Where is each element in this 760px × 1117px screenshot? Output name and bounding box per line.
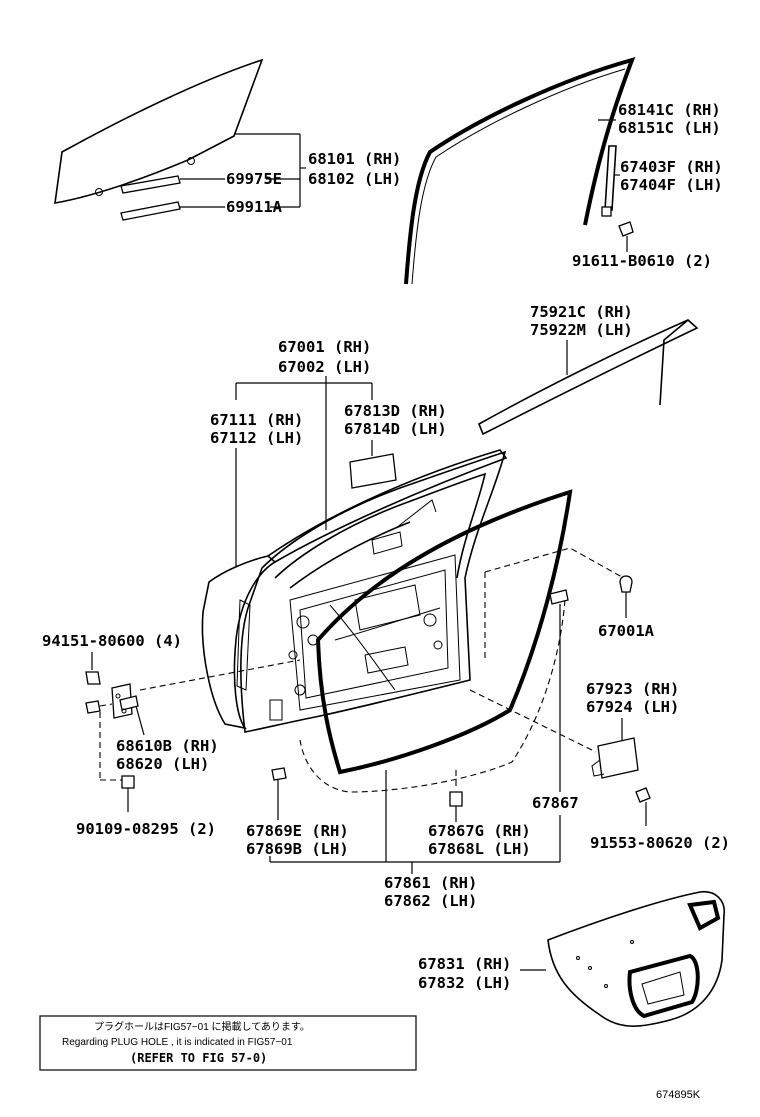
dash-check bbox=[469, 689, 597, 753]
label-pad-lh: 67814D (LH) bbox=[344, 420, 447, 438]
label-hole-lh: 67832 (LH) bbox=[418, 974, 511, 992]
grommet-icon bbox=[619, 575, 633, 593]
label-glass-sub-b: 69911A bbox=[226, 198, 283, 216]
label-clip-g-rh: 67867G (RH) bbox=[428, 822, 531, 840]
label-door-lh: 67002 (LH) bbox=[278, 358, 371, 376]
door-glass bbox=[54, 58, 264, 221]
label-bolt-94151: 94151-80600 (4) bbox=[42, 632, 182, 650]
label-check-rh: 67923 (RH) bbox=[586, 680, 679, 698]
label-run-rh: 68141C (RH) bbox=[618, 101, 721, 119]
bolt-91611-icon bbox=[618, 221, 634, 252]
bolt-91553-icon bbox=[635, 787, 651, 803]
door-check-icon bbox=[591, 737, 639, 779]
label-check-lh: 67924 (LH) bbox=[586, 698, 679, 716]
clip-67867g-icon bbox=[449, 791, 463, 807]
clip-67869-icon bbox=[271, 767, 287, 781]
door-brackets bbox=[235, 376, 373, 567]
hinge-icon bbox=[85, 683, 139, 719]
dash-hinge-upper bbox=[139, 659, 301, 691]
clip-right-icon bbox=[549, 589, 569, 605]
rear-channel bbox=[601, 145, 617, 217]
bolt-90109-icon bbox=[121, 775, 135, 789]
note-line-3: (REFER TO FIG 57-0) bbox=[130, 1051, 267, 1065]
note-line-2: Regarding PLUG HOLE , it is indicated in… bbox=[62, 1037, 293, 1048]
label-door-rh: 67001 (RH) bbox=[278, 338, 371, 356]
figure-reference: 674895K bbox=[656, 1089, 701, 1101]
bolt-94151-icon bbox=[85, 671, 101, 685]
weatherstrip-bracket bbox=[269, 770, 561, 874]
label-glass-sub-a: 69975E bbox=[226, 170, 282, 188]
label-glass-rh: 68101 (RH) bbox=[308, 150, 401, 168]
door-outer-panel bbox=[201, 449, 508, 730]
glass-run bbox=[404, 57, 636, 285]
label-hole-rh: 67831 (RH) bbox=[418, 955, 511, 973]
label-clip-b-lh: 67869B (LH) bbox=[246, 840, 349, 858]
label-hinge-lh: 68620 (LH) bbox=[116, 755, 209, 773]
label-hinge-rh: 68610B (RH) bbox=[116, 737, 219, 755]
hole-cover bbox=[547, 890, 725, 1027]
note-line-1: プラグホールはFIG57−01 に掲載してあります。 bbox=[94, 1020, 310, 1033]
label-clip-l-lh: 67868L (LH) bbox=[428, 840, 531, 858]
label-mould-lh: 75922M (LH) bbox=[530, 321, 633, 339]
label-pad-rh: 67813D (RH) bbox=[344, 402, 447, 420]
label-wstrip-rh: 67861 (RH) bbox=[384, 874, 477, 892]
door-weatherstrip bbox=[315, 489, 573, 775]
glass-leaders bbox=[180, 133, 306, 208]
label-bolt-90109: 90109-08295 (2) bbox=[76, 820, 216, 838]
label-run-lh: 68151C (LH) bbox=[618, 119, 721, 137]
label-mould-rh: 75921C (RH) bbox=[530, 303, 633, 321]
label-channel-rh: 67403F (RH) bbox=[620, 158, 723, 176]
leader-hinge bbox=[135, 705, 145, 736]
note-box bbox=[39, 1015, 417, 1071]
label-clip-67867: 67867 bbox=[532, 794, 579, 812]
dashed-outline bbox=[299, 547, 623, 793]
label-glass-lh: 68102 (LH) bbox=[308, 170, 401, 188]
label-bolt-91553: 91553-80620 (2) bbox=[590, 834, 730, 852]
label-channel-lh: 67404F (LH) bbox=[620, 176, 723, 194]
label-wstrip-lh: 67862 (LH) bbox=[384, 892, 477, 910]
label-panel-rh: 67111 (RH) bbox=[210, 411, 303, 429]
label-grommet: 67001A bbox=[598, 622, 655, 640]
door-frame bbox=[240, 450, 507, 733]
silencer-pad bbox=[349, 453, 397, 489]
label-bolt-91611: 91611-B0610 (2) bbox=[572, 252, 712, 270]
label-panel-lh: 67112 (LH) bbox=[210, 429, 303, 447]
outside-moulding bbox=[477, 319, 699, 436]
dash-hinge-mid bbox=[99, 703, 113, 707]
label-clip-e-rh: 67869E (RH) bbox=[246, 822, 349, 840]
